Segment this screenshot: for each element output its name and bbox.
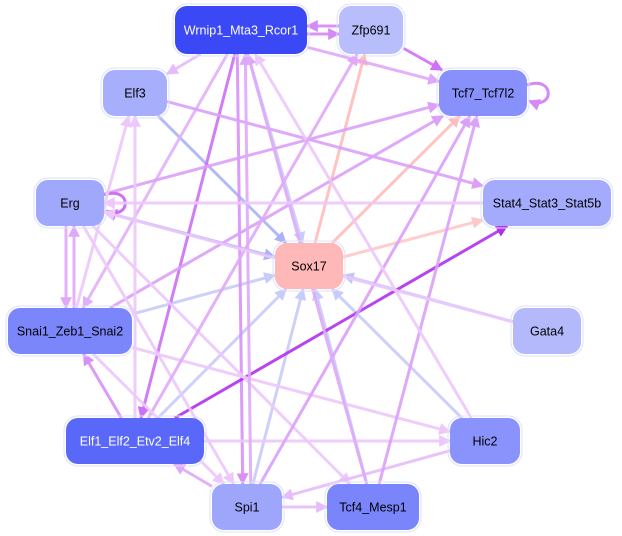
node-box	[327, 484, 419, 530]
node-tcf4[interactable]: Tcf4_Mesp1	[324, 481, 422, 533]
edge-wrnip1-to-spi1	[235, 54, 249, 486]
node-label: Zfp691	[352, 24, 391, 38]
node-erg[interactable]: Erg	[33, 177, 107, 229]
node-elf1[interactable]: Elf1_Elf2_Etv2_Elf4	[63, 415, 207, 467]
node-spi1[interactable]: Spi1	[209, 481, 285, 533]
node-sox17[interactable]: Sox17	[272, 240, 346, 292]
edge-zfp691-to-tcf7	[402, 46, 444, 72]
node-box	[103, 70, 167, 116]
edge-elf1-to-zfp691	[146, 52, 359, 419]
node-wrnip1[interactable]: Wrnip1_Mta3_Rcor1	[172, 3, 310, 57]
node-hic2[interactable]: Hic2	[447, 415, 523, 467]
edge-tcf7-to-tcf7	[526, 81, 550, 111]
node-label: Spi1	[234, 501, 259, 515]
edge-wrnip1-to-elf3	[165, 52, 202, 76]
node-outline	[324, 481, 422, 533]
node-label: Erg	[60, 197, 80, 211]
node-outline	[33, 177, 107, 229]
node-outline	[5, 305, 135, 357]
edge-snai1-to-tcf7	[109, 114, 445, 310]
node-elf3[interactable]: Elf3	[100, 67, 170, 119]
edge-elf3-to-sox17	[157, 114, 287, 245]
edge-spi1-to-wrnip1	[239, 52, 253, 484]
node-outline	[336, 3, 406, 57]
node-box	[275, 243, 343, 289]
node-box	[339, 6, 403, 54]
edge-erg-to-tcf7	[103, 101, 441, 196]
edge-spi1-to-elf1	[172, 462, 213, 488]
node-outline	[272, 240, 346, 292]
node-label: Stat4_Stat3_Stat5b	[493, 197, 601, 211]
node-label: Snai1_Zeb1_Snai2	[17, 325, 123, 339]
node-box	[212, 484, 282, 530]
edge-hic2-to-sox17	[331, 287, 463, 420]
node-label: Elf1_Elf2_Etv2_Elf4	[80, 435, 191, 449]
node-box	[175, 6, 307, 54]
node-label: Tcf4_Mesp1	[339, 501, 406, 515]
edges-layer	[60, 20, 550, 513]
edge-wrnip1-to-tcf7	[306, 45, 441, 85]
node-outline	[63, 415, 207, 467]
node-outline	[436, 67, 530, 119]
node-box	[66, 418, 204, 464]
node-label: Wrnip1_Mta3_Rcor1	[184, 24, 298, 38]
edge-sox17-to-tcf7	[331, 114, 461, 245]
edge-snai1-to-sox17	[131, 272, 277, 316]
node-outline	[447, 415, 523, 467]
edge-spi1-to-tcf7	[258, 114, 472, 485]
node-snai1[interactable]: Snai1_Zeb1_Snai2	[5, 305, 135, 357]
edge-elf1-to-stat4	[174, 224, 509, 420]
node-box	[483, 180, 611, 226]
node-label: Hic2	[472, 435, 497, 449]
edge-sox17-to-stat4	[342, 216, 485, 259]
node-gata4[interactable]: Gata4	[510, 305, 584, 357]
node-tcf7[interactable]: Tcf7_Tcf7l2	[436, 67, 530, 119]
node-label: Tcf7_Tcf7l2	[452, 87, 515, 101]
node-label: Elf3	[124, 87, 146, 101]
node-outline	[510, 305, 584, 357]
node-box	[36, 180, 104, 226]
node-outline	[172, 3, 310, 57]
node-zfp691[interactable]: Zfp691	[336, 3, 406, 57]
node-box	[450, 418, 520, 464]
edge-hic2-to-wrnip1	[253, 52, 473, 419]
node-label: Gata4	[530, 325, 564, 339]
node-outline	[100, 67, 170, 119]
node-box	[513, 308, 581, 354]
edge-elf3-to-stat4	[166, 100, 485, 189]
node-outline	[480, 177, 614, 229]
edge-elf1-to-snai1	[82, 352, 123, 419]
node-outline	[209, 481, 285, 533]
edge-hic2-to-spi1	[280, 449, 451, 501]
node-box	[8, 308, 132, 354]
node-label: Sox17	[291, 260, 326, 274]
node-box	[439, 70, 527, 116]
node-stat4[interactable]: Stat4_Stat3_Stat5b	[480, 177, 614, 229]
